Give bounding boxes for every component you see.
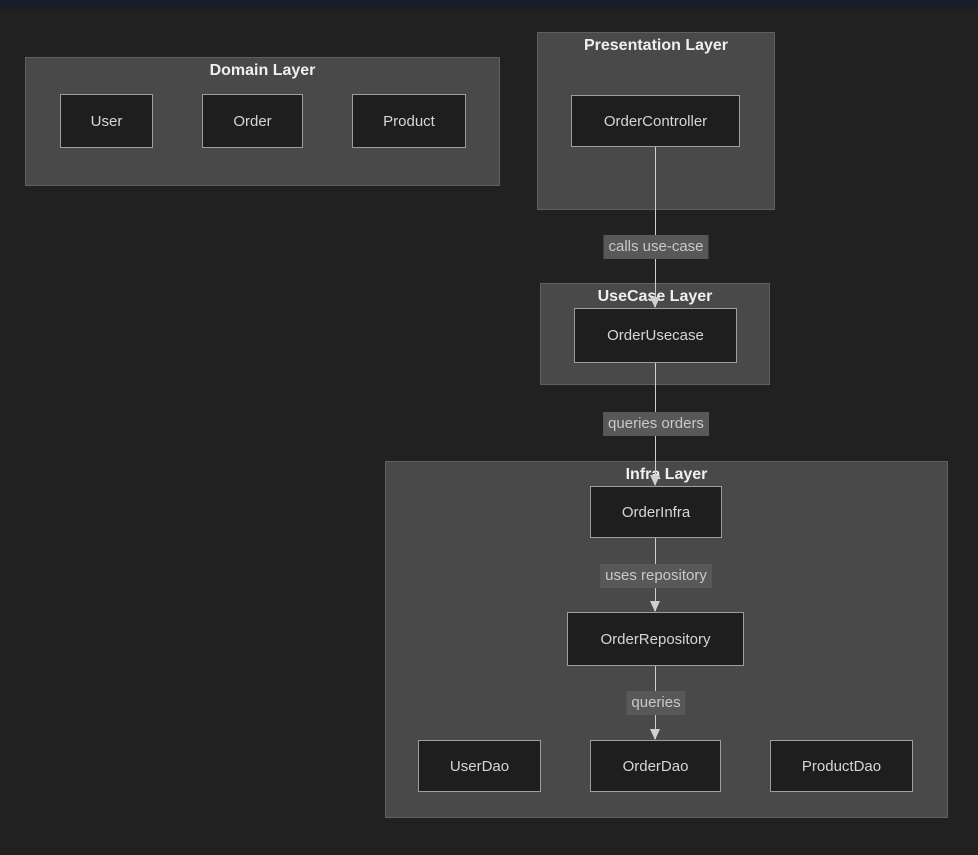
node-order-label: Order bbox=[233, 112, 272, 130]
edge-label-calls-use-case: calls use-case bbox=[603, 235, 709, 259]
node-user-dao: UserDao bbox=[418, 740, 541, 792]
node-order-usecase-label: OrderUsecase bbox=[607, 327, 704, 344]
node-order: Order bbox=[202, 94, 303, 148]
edge-label-queries: queries bbox=[626, 691, 686, 715]
node-user: User bbox=[60, 94, 153, 148]
node-order-controller: OrderController bbox=[571, 95, 740, 147]
node-order-repository: OrderRepository bbox=[567, 612, 744, 666]
arrowhead-down-icon bbox=[650, 475, 660, 486]
node-order-repository-label: OrderRepository bbox=[600, 630, 711, 648]
node-order-usecase: OrderUsecase bbox=[574, 308, 737, 363]
node-user-dao-label: UserDao bbox=[449, 757, 510, 775]
node-order-dao-label: OrderDao bbox=[622, 757, 689, 775]
node-order-infra: OrderInfra bbox=[590, 486, 722, 538]
node-product: Product bbox=[352, 94, 466, 148]
node-product-dao: ProductDao bbox=[770, 740, 913, 792]
edge-label-queries-orders: queries orders bbox=[603, 412, 709, 436]
node-order-controller-label: OrderController bbox=[603, 112, 708, 130]
cluster-infra-layer-title: Infra Layer bbox=[625, 466, 708, 483]
window-top-bar bbox=[0, 0, 978, 9]
cluster-presentation-layer-title: Presentation Layer bbox=[583, 37, 729, 54]
node-user-label: User bbox=[90, 112, 123, 130]
edge-label-uses-repository: uses repository bbox=[600, 564, 712, 588]
node-product-label: Product bbox=[383, 112, 435, 130]
edge-line-controller-to-usecase bbox=[655, 147, 656, 307]
arrowhead-down-icon bbox=[650, 601, 660, 612]
cluster-domain-layer-title: Domain Layer bbox=[209, 62, 316, 79]
node-order-infra-label: OrderInfra bbox=[621, 503, 691, 521]
node-order-dao: OrderDao bbox=[590, 740, 721, 792]
arrowhead-down-icon bbox=[650, 729, 660, 740]
node-product-dao-label: ProductDao bbox=[801, 757, 882, 775]
arrowhead-down-icon bbox=[650, 297, 660, 308]
